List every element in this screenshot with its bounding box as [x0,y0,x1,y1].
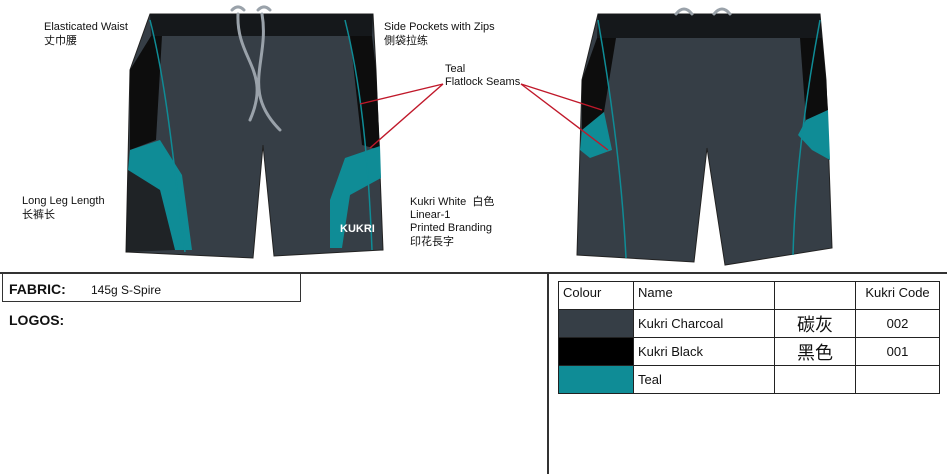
header-colour: Colour [558,281,634,310]
fabric-label: FABRIC: [9,281,66,297]
colour-table: Colour Name Kukri Code Kukri Charcoal 碳灰… [558,281,940,394]
horizontal-divider [0,272,947,274]
colour-name: Teal [633,365,775,394]
colour-chinese: 黑色 [774,337,856,366]
back-shorts-body [576,13,833,266]
leader-seam-back-1 [520,83,603,111]
annotation-seams: Teal Flatlock Seams [445,63,520,89]
colour-code [855,365,940,394]
colour-swatch [558,365,634,394]
front-shorts-body [125,13,384,259]
header-code: Kukri Code [855,281,940,310]
front-shorts: KUKRI [125,5,384,259]
front-waistband [150,14,373,36]
front-left-teal-panel [128,140,192,250]
annotation-leg: Long Leg Length 长裤长 [22,195,105,221]
colour-chinese [774,365,856,394]
annotation-leader-lines [359,83,609,151]
annotation-branding-line1: Kukri White [410,196,467,208]
back-right-teal-panel [798,110,830,160]
front-left-seam [149,19,186,253]
annotation-seams-line1: Teal [445,63,466,75]
annotation-branding-line1-zh: 白色 [472,195,495,208]
colour-name: Kukri Charcoal [633,309,775,338]
front-right-seam [344,19,373,251]
back-right-seam [792,19,821,256]
leader-seam-back-2 [520,83,609,151]
annotation-leg-zh: 长裤长 [22,208,55,221]
colour-swatch [558,309,634,338]
logos-label: LOGOS: [9,312,65,328]
vertical-divider [547,272,549,474]
front-drawcord [230,5,282,132]
annotation-branding: Kukri White 白色 Linear-1 Printed Branding… [410,195,494,248]
colour-chinese: 碳灰 [774,309,856,338]
leader-seam-front-2 [369,83,444,149]
annotation-pockets: Side Pockets with Zips 側袋拉练 [384,21,495,47]
annotation-waist-zh: 丈巾腰 [44,34,77,47]
colour-code: 002 [855,309,940,338]
fabric-box [2,273,301,302]
header-name: Name [633,281,775,310]
header-chinese [774,281,856,310]
annotation-waist: Elasticated Waist 丈巾腰 [44,21,128,47]
annotation-waist-en: Elasticated Waist [44,21,128,33]
front-logo: KUKRI [340,223,375,235]
front-right-black-panel [350,36,380,150]
back-drawcord [674,7,732,16]
annotation-seams-line2: Flatlock Seams [445,76,521,88]
fabric-value: 145g S-Spire [91,283,162,297]
table-row: Teal [558,365,940,394]
colour-table-header: Colour Name Kukri Code [558,281,940,310]
colour-swatch [558,337,634,366]
shorts-illustration: KUKRI [125,5,833,266]
front-left-black-curve [126,170,175,252]
table-row: Kukri Charcoal 碳灰 002 [558,309,940,338]
annotation-branding-line2: Linear-1 [410,209,451,221]
back-waistband [597,14,822,38]
colour-code: 001 [855,337,940,366]
table-row: Kukri Black 黑色 001 [558,337,940,366]
annotation-pockets-zh: 側袋拉练 [384,34,428,47]
annotation-branding-zh: 印花長字 [410,235,454,248]
front-left-black-panel [130,36,162,150]
back-shorts [576,7,833,266]
colour-name: Kukri Black [633,337,775,366]
leader-seam-front-1 [359,83,444,105]
back-left-seam [597,19,627,259]
annotation-leg-en: Long Leg Length [22,195,105,207]
annotation-pockets-en: Side Pockets with Zips [384,21,495,33]
annotation-branding-line3: Printed Branding [410,222,492,234]
